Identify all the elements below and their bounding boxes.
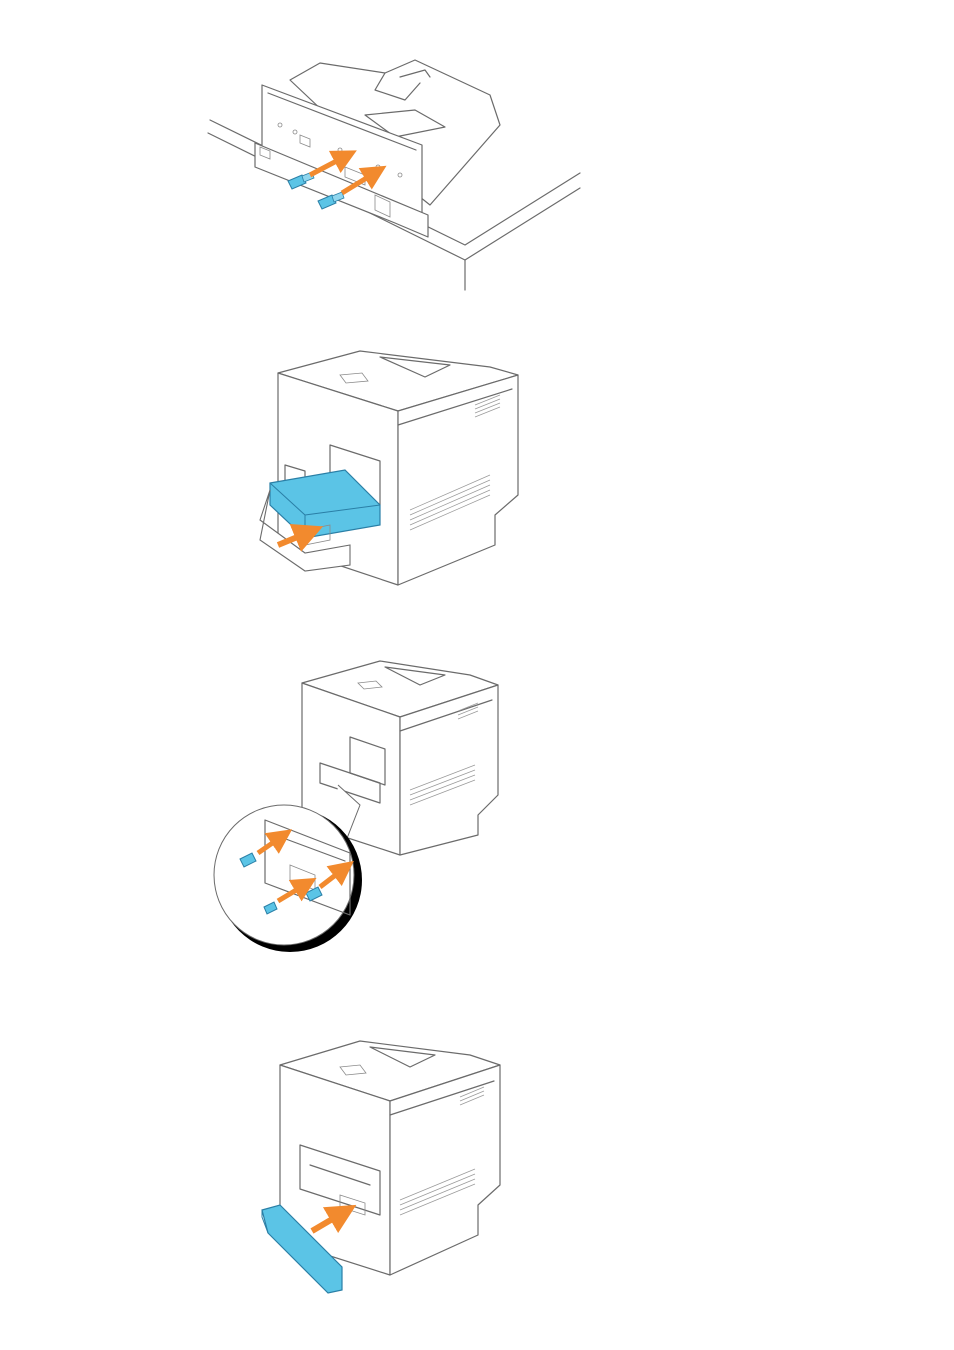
figure-tighten-board xyxy=(220,655,510,955)
figure-insert-board xyxy=(250,345,530,590)
figure-board-screws xyxy=(200,55,590,295)
figure-attach-cover xyxy=(250,1035,510,1285)
